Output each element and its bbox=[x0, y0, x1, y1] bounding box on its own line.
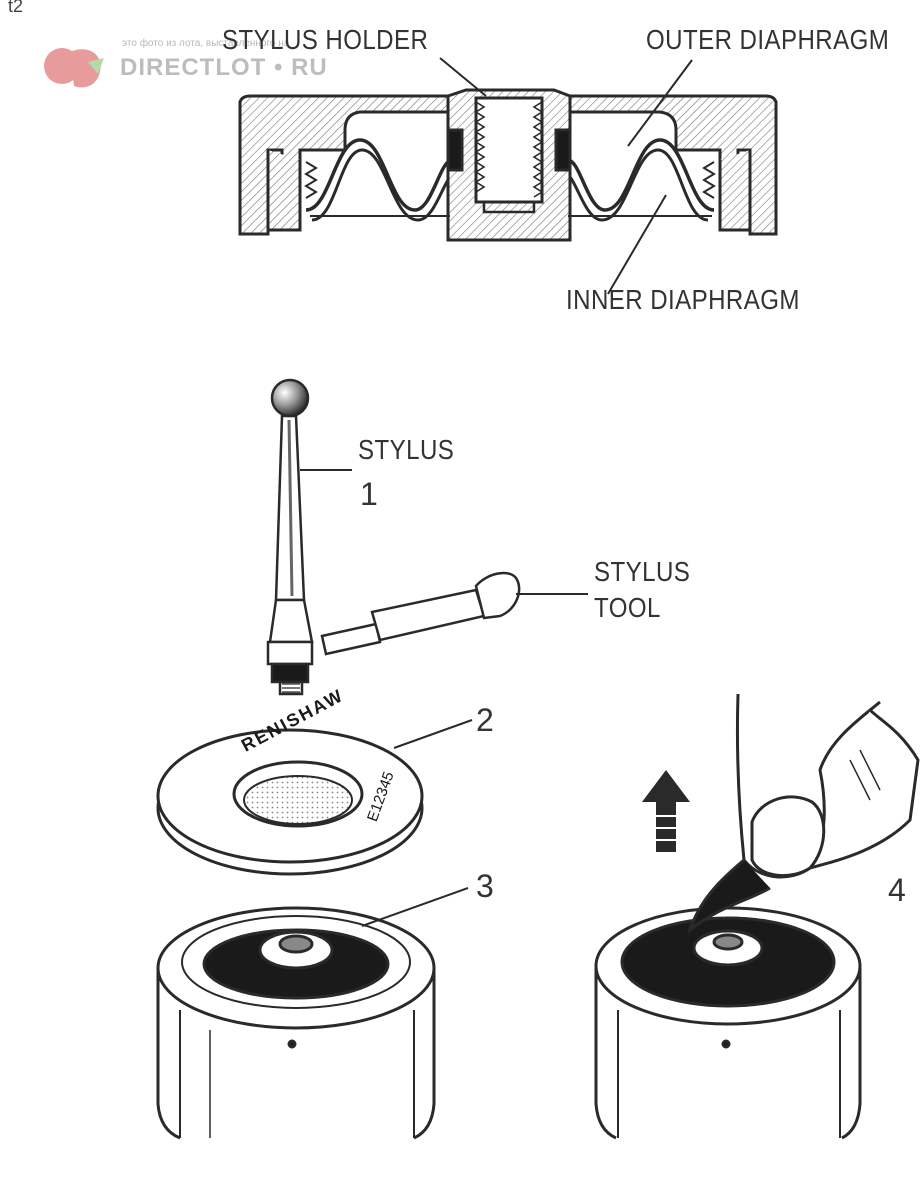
label-outer-diaphragm: OUTER DIAPHRAGM bbox=[646, 24, 890, 55]
step-2-number: 2 bbox=[476, 702, 494, 738]
watermark-caption: это фото из лота, выставленного на bbox=[122, 38, 290, 49]
watermark-brand: DIRECTLOT • RU bbox=[120, 54, 328, 81]
label-stylus-tool-line1: STYLUS bbox=[594, 556, 691, 587]
up-arrow-icon bbox=[642, 770, 690, 852]
probe-body-right bbox=[594, 906, 862, 1140]
cross-section-diagram bbox=[238, 57, 778, 295]
probe-body-left bbox=[156, 887, 469, 1140]
stylus-tool-illustration bbox=[320, 571, 588, 656]
watermark-squirrel-logo bbox=[44, 48, 104, 88]
label-inner-diaphragm: INNER DIAPHRAGM bbox=[566, 284, 800, 315]
step-4-number: 4 bbox=[888, 872, 906, 908]
label-stylus: STYLUS bbox=[358, 434, 455, 465]
renishaw-ring bbox=[156, 719, 473, 876]
stylus-illustration bbox=[266, 378, 352, 696]
hand-illustration bbox=[686, 693, 920, 935]
label-stylus-holder: STYLUS HOLDER bbox=[222, 24, 429, 55]
step-3-number: 3 bbox=[476, 868, 494, 904]
corner-text: t2 bbox=[8, 0, 24, 16]
step-1-number: 1 bbox=[360, 476, 378, 512]
label-stylus-tool-line2: TOOL bbox=[594, 592, 661, 623]
